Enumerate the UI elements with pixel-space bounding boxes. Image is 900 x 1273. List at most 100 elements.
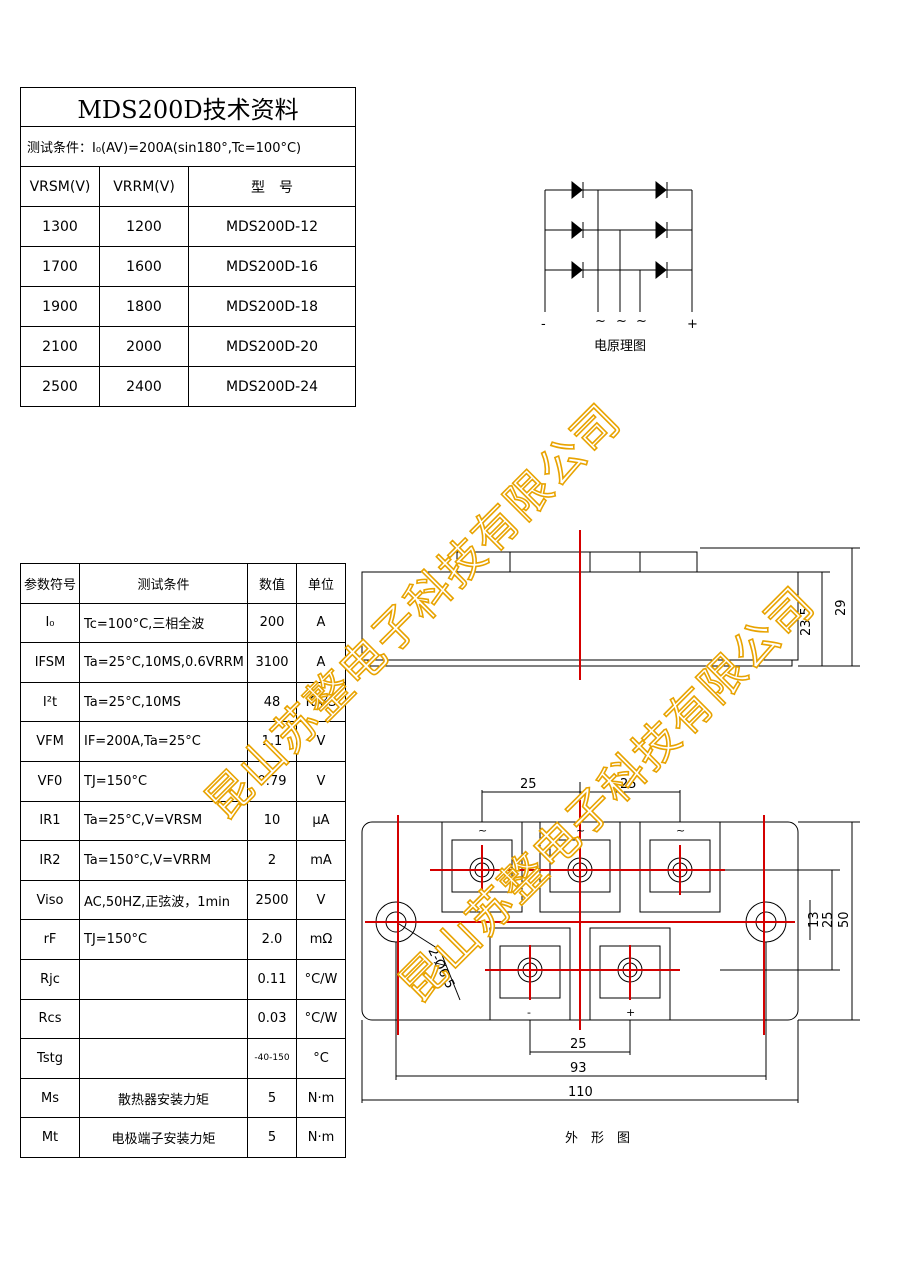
cell: rF — [20, 919, 80, 960]
test-condition: 测试条件：I₀(AV)=200A(sin180°,Tc=100°C) — [20, 126, 356, 167]
cell: 电极端子安装力矩 — [79, 1117, 248, 1158]
cell: 2.0 — [247, 919, 297, 960]
cell: IR2 — [20, 840, 80, 881]
cell: N·m — [296, 1117, 346, 1158]
cell: KA²S — [296, 681, 346, 723]
dim-23-5: 23.5 — [799, 607, 814, 636]
table-row: Tstg -40-150°C — [20, 1038, 346, 1079]
cell: MDS200D-12 — [188, 206, 356, 247]
cell: A — [296, 602, 346, 644]
cell: Tc=100°C,三相全波 — [79, 602, 248, 644]
header-cell: 测试条件 — [79, 563, 248, 604]
plus-terminal-label: + — [687, 317, 698, 332]
cell: 2100 — [20, 326, 100, 367]
cell: 2400 — [99, 366, 189, 407]
header-cell: VRRM(V) — [99, 166, 189, 207]
cell: 2500 — [20, 366, 100, 407]
cell: Tstg — [20, 1038, 80, 1079]
cell: 10 — [247, 800, 297, 842]
table-row: 2500 2400 MDS200D-24 — [20, 366, 356, 407]
cell: mA — [296, 840, 346, 881]
terminal-minus-label: - — [527, 1006, 531, 1019]
terminal-ac-label: ~ — [676, 824, 685, 837]
cell: MDS200D-24 — [188, 366, 356, 407]
table-row: 2100 2000 MDS200D-20 — [20, 326, 356, 367]
cell: V — [296, 879, 346, 921]
dim-25-bottom: 25 — [570, 1037, 587, 1052]
cell: MDS200D-18 — [188, 286, 356, 327]
cell: mΩ — [296, 919, 346, 960]
cell: °C/W — [296, 998, 346, 1040]
table-header: VRSM(V) VRRM(V) 型 号 — [20, 166, 356, 207]
cell: 0.11 — [247, 958, 297, 1000]
table-row: Rcs 0.03°C/W — [20, 998, 346, 1040]
table-row: 1900 1800 MDS200D-18 — [20, 286, 356, 327]
cell: IR1 — [20, 800, 80, 842]
cell: 1700 — [20, 246, 100, 287]
cell: 0.03 — [247, 998, 297, 1040]
cell: °C/W — [296, 958, 346, 1000]
cell: 5 — [247, 1117, 297, 1158]
dim-25-right: 25 — [620, 777, 637, 792]
cell: Ta=25°C,V=VRSM — [79, 800, 248, 842]
table-row: 1300 1200 MDS200D-12 — [20, 206, 356, 247]
terminal-plus-label: + — [626, 1006, 635, 1019]
table-header: 参数符号 测试条件 数值 单位 — [20, 563, 346, 604]
cell: MDS200D-16 — [188, 246, 356, 287]
dim-25-side: 25 — [821, 911, 836, 928]
terminal-ac-label: ~ — [478, 824, 487, 837]
cell: Ta=25°C,10MS,0.6VRRM — [79, 642, 248, 683]
minus-terminal-label: - — [541, 317, 546, 332]
cell: TJ=150°C — [79, 919, 248, 960]
cell — [79, 998, 248, 1040]
dim-29: 29 — [834, 599, 849, 616]
cell: IFSM — [20, 642, 80, 683]
cell: 1300 — [20, 206, 100, 247]
dim-110: 110 — [568, 1085, 593, 1100]
cell: Ta=150°C,V=VRRM — [79, 840, 248, 881]
cell: °C — [296, 1038, 346, 1079]
cell: VF0 — [20, 760, 80, 802]
cell: V — [296, 760, 346, 802]
dim-25-left: 25 — [520, 777, 537, 792]
cell — [79, 1038, 248, 1079]
model-table: MDS200D技术资料 测试条件：I₀(AV)=200A(sin180°,Tc=… — [20, 87, 356, 407]
dim-50: 50 — [837, 911, 852, 928]
cell: Mt — [20, 1117, 80, 1158]
cell: 200 — [247, 602, 297, 644]
cell: -40-150 — [247, 1038, 297, 1079]
header-cell: 参数符号 — [20, 563, 80, 604]
cell: TJ=150°C — [79, 760, 248, 802]
dim-13: 13 — [807, 911, 822, 928]
terminal-ac-label: ~ — [576, 824, 585, 837]
dim-93: 93 — [570, 1061, 587, 1076]
cell: Viso — [20, 879, 80, 921]
cell: V — [296, 721, 346, 762]
ac-terminal-label: ~ — [636, 314, 647, 329]
doc-title: MDS200D技术资料 — [20, 87, 356, 127]
cell: 3100 — [247, 642, 297, 683]
cell: Rcs — [20, 998, 80, 1040]
cell: IF=200A,Ta=25°C — [79, 721, 248, 762]
ac-terminal-label: ~ — [595, 314, 606, 329]
ac-terminal-label: ~ — [616, 314, 627, 329]
cell: 48 — [247, 681, 297, 723]
cell: 0.79 — [247, 760, 297, 802]
cell: Ms — [20, 1077, 80, 1119]
circuit-caption: 电原理图 — [594, 339, 646, 354]
outline-caption: 外 形 图 — [565, 1131, 630, 1146]
cell: 散热器安装力矩 — [79, 1077, 248, 1119]
table-row: 1700 1600 MDS200D-16 — [20, 246, 356, 287]
